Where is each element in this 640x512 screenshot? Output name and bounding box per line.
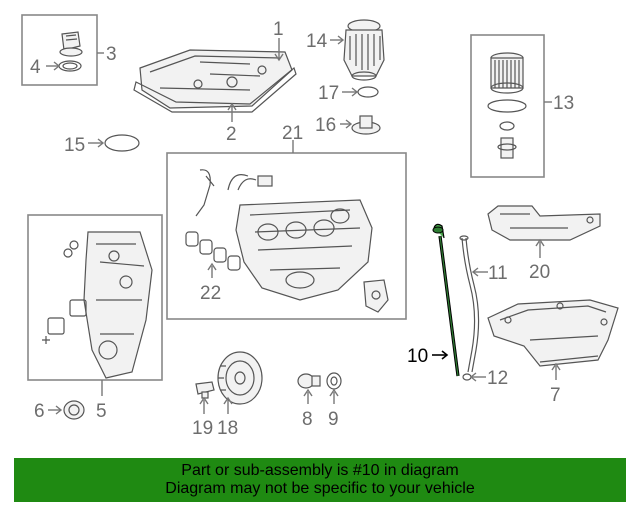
callout-11[interactable]: 11: [488, 263, 508, 284]
info-banner: Part or sub-assembly is #10 in diagram D…: [14, 458, 626, 502]
callout-3[interactable]: 3: [106, 44, 117, 65]
group-box-5: [27, 214, 163, 381]
callout-2[interactable]: 2: [226, 124, 237, 145]
drain-plug-cap[interactable]: [351, 115, 381, 135]
switch-gasket[interactable]: [326, 372, 342, 390]
dipstick-guide-tube[interactable]: [459, 235, 480, 373]
callout-20[interactable]: 20: [529, 262, 550, 283]
group-box-3: [21, 14, 98, 86]
callout-19[interactable]: 19: [192, 418, 213, 439]
oil-baffle[interactable]: [487, 205, 601, 241]
oil-filter-element[interactable]: [490, 52, 524, 94]
callout-17[interactable]: 17: [318, 83, 339, 104]
callout-1[interactable]: 1: [273, 19, 284, 40]
callout-9[interactable]: 9: [328, 409, 339, 430]
valve-cover[interactable]: [139, 49, 293, 109]
callout-18[interactable]: 18: [217, 418, 238, 439]
callout-6[interactable]: 6: [34, 401, 45, 422]
oil-filler-cap[interactable]: [59, 31, 83, 57]
callout-10[interactable]: 10: [407, 346, 428, 367]
oil-filter-housing[interactable]: [343, 19, 385, 81]
element-o-ring-large[interactable]: [487, 99, 527, 113]
callout-15[interactable]: 15: [64, 135, 85, 156]
group-box-13: [470, 34, 545, 178]
callout-16[interactable]: 16: [315, 115, 336, 136]
filler-cap-gasket[interactable]: [58, 60, 82, 72]
callout-7[interactable]: 7: [550, 385, 561, 406]
callout-14[interactable]: 14: [306, 31, 328, 52]
callout-8[interactable]: 8: [302, 409, 313, 430]
intake-manifold[interactable]: [235, 199, 373, 301]
banner-line-2: Diagram may not be specific to your vehi…: [165, 480, 475, 497]
gasket-ring[interactable]: [104, 134, 140, 152]
banner-line-1: Part or sub-assembly is #10 in diagram: [181, 462, 459, 479]
timing-chain-cover[interactable]: [83, 231, 153, 379]
pulley-bolt[interactable]: [195, 381, 215, 399]
guide-tube-o-ring[interactable]: [462, 373, 472, 381]
element-o-ring-small[interactable]: [499, 121, 515, 131]
group-box-21: [166, 152, 407, 320]
callout-21[interactable]: 21: [282, 123, 303, 144]
intake-gaskets[interactable]: [185, 231, 241, 271]
oil-dipstick[interactable]: [432, 223, 460, 377]
callout-22[interactable]: 22: [200, 283, 221, 304]
oil-pan[interactable]: [487, 299, 619, 367]
parts-diagram: 4 3 1 2 14 17 16: [21, 14, 619, 439]
crankshaft-pulley[interactable]: [217, 351, 263, 405]
timing-cover-seals[interactable]: [42, 240, 87, 344]
callout-13[interactable]: 13: [553, 93, 574, 114]
crankshaft-seal[interactable]: [63, 400, 85, 420]
oil-pressure-switch[interactable]: [297, 373, 321, 389]
vacuum-hose[interactable]: [195, 169, 273, 217]
drain-valve[interactable]: [497, 137, 517, 159]
callout-5[interactable]: 5: [96, 401, 107, 422]
callout-4[interactable]: 4: [30, 57, 41, 78]
callout-12[interactable]: 12: [487, 368, 508, 389]
valve-cover-gasket[interactable]: [133, 66, 297, 113]
filter-housing-o-ring[interactable]: [357, 86, 379, 98]
throttle-sensor[interactable]: [363, 279, 389, 313]
